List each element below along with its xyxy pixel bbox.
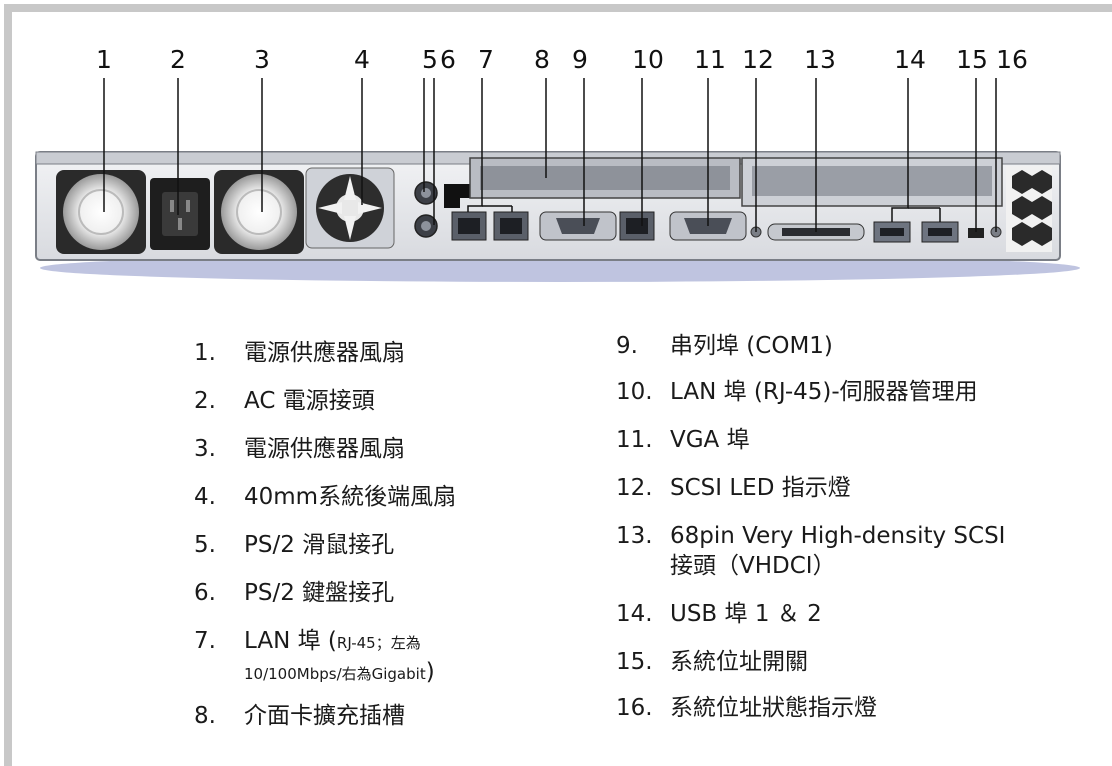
psu-fan-2: [214, 170, 304, 254]
callout-6: 6: [440, 45, 456, 74]
legend-text-small: RJ-45；左為: [336, 634, 421, 652]
legend-text: 系統位址開關: [670, 649, 808, 675]
legend-text: SCSI LED 指示燈: [670, 475, 851, 501]
callout-11: 11: [694, 45, 726, 74]
leader-lines: [103, 78, 997, 232]
legend-text: LAN 埠 (RJ-45)-伺服器管理用: [670, 379, 978, 405]
legend-text: USB 埠 1 ＆ 2: [670, 601, 822, 627]
system-id-switch: [968, 228, 984, 238]
legend-text: AC 電源接頭: [244, 388, 375, 414]
callout-10: 10: [632, 45, 664, 74]
legend-text-line2: 接頭（VHDCI）: [670, 553, 836, 579]
legend-num: 3.: [194, 436, 216, 462]
legend-text-7: LAN 埠 (RJ-45；左為: [244, 627, 421, 657]
ps2-mouse-port: [414, 181, 438, 205]
legend-text: VGA 埠: [670, 427, 750, 453]
legend-num: 15.: [616, 649, 653, 675]
legend-text: 68pin Very High-density SCSI: [670, 523, 1006, 549]
legend-text: PS/2 鍵盤接孔: [244, 580, 395, 606]
callout-4: 4: [354, 45, 370, 74]
legend-text: 40mm系統後端風扇: [244, 484, 457, 510]
callout-3: 3: [254, 45, 270, 74]
ac-power-connector: [150, 178, 210, 250]
legend-text-line2: 10/100Mbps/右為Gigabit: [244, 665, 426, 683]
legend-num: 16.: [616, 695, 653, 721]
callout-13: 13: [804, 45, 836, 74]
legend-num: 13.: [616, 523, 653, 549]
lan-port-7b: [493, 211, 529, 241]
callout-5: 5: [422, 45, 438, 74]
server-rear-panel: [35, 78, 1080, 282]
legend-text-close: ): [425, 659, 435, 685]
usb-port-2: [921, 221, 959, 243]
psu-fan-1: [56, 170, 146, 254]
legend-text: 介面卡擴充插槽: [244, 703, 405, 729]
legend-text-7b: 10/100Mbps/右為Gigabit): [244, 658, 435, 688]
callout-7: 7: [478, 45, 494, 74]
callout-9: 9: [572, 45, 588, 74]
callout-14: 14: [894, 45, 926, 74]
callout-1: 1: [96, 45, 112, 74]
usb-port-1: [873, 221, 911, 243]
legend-text: PS/2 滑鼠接孔: [244, 532, 395, 558]
callout-16: 16: [996, 45, 1028, 74]
bracket-mark: [444, 184, 470, 208]
lan-port-7a: [451, 211, 487, 241]
chassis-vent: [1006, 166, 1052, 252]
callout-8: 8: [534, 45, 550, 74]
figure-frame: [4, 4, 1112, 766]
legend-num: 1.: [194, 340, 216, 366]
legend-num: 14.: [616, 601, 653, 627]
system-rear-fan: [305, 167, 395, 249]
callout-numbers: 1 2 3 4 5 6 7 8 9 10 11 12 13 14 15 16: [0, 0, 1112, 90]
legend-text: LAN 埠 (: [244, 628, 337, 654]
legend-num: 7.: [194, 628, 216, 654]
legend-num: 5.: [194, 532, 216, 558]
legend-num: 6.: [194, 580, 216, 606]
legend-num: 2.: [194, 388, 216, 414]
legend-text: 電源供應器風扇: [244, 436, 405, 462]
legend-num: 8.: [194, 703, 216, 729]
legend-text: 電源供應器風扇: [244, 340, 405, 366]
lan-port-management: [619, 211, 655, 241]
expansion-slot: [469, 157, 1003, 207]
legend-num: 9.: [616, 333, 638, 359]
serial-com-port: [539, 211, 617, 241]
legend-num: 10.: [616, 379, 653, 405]
callout-15: 15: [956, 45, 988, 74]
ps2-keyboard-port: [414, 214, 438, 238]
legend-text: 串列埠 (COM1): [670, 333, 833, 359]
legend-num: 11.: [616, 427, 653, 453]
legend-text: 系統位址狀態指示燈: [670, 695, 877, 721]
legend-num: 4.: [194, 484, 216, 510]
callout-12: 12: [742, 45, 774, 74]
legend-num: 12.: [616, 475, 653, 501]
callout-2: 2: [170, 45, 186, 74]
